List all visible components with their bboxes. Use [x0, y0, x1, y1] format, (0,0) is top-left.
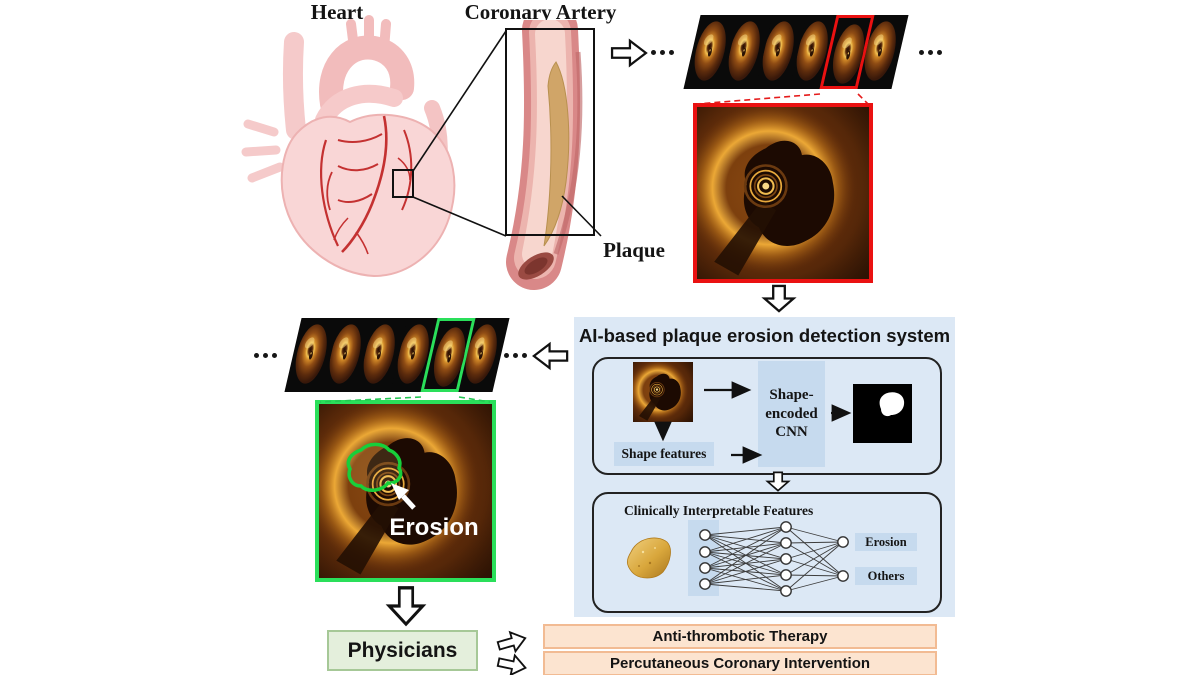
heart-illustration — [241, 15, 456, 278]
therapy-box-antithrombotic: Anti-thrombotic Therapy — [543, 624, 937, 649]
erosion-contour — [346, 442, 403, 492]
flow-arrow-right-icon — [610, 38, 648, 68]
ai-system-title: AI-based plaque erosion detection system — [578, 325, 951, 346]
coronary-vessels — [320, 115, 413, 255]
heart-label: Heart — [310, 0, 364, 24]
ellipsis-icon — [504, 353, 527, 358]
plaque-3d-render — [626, 537, 671, 579]
clinically-interpretable-features-heading: Clinically Interpretable Features — [624, 503, 814, 518]
shape-features-box: Shape features — [614, 442, 714, 466]
oct-image-selected-frame — [693, 103, 873, 283]
ai-system-panel: AI-based plaque erosion detection system… — [574, 317, 955, 617]
plaque-label: Plaque — [603, 238, 665, 262]
ellipsis-icon — [919, 50, 942, 55]
flow-arrow-left-icon — [532, 341, 569, 371]
flow-arrow-right-icon — [496, 653, 527, 675]
flow-arrow-down-icon — [385, 586, 427, 627]
ellipsis-icon — [651, 50, 674, 55]
flow-arrow-down-icon — [765, 471, 791, 492]
erosion-annotation-label: Erosion — [389, 514, 479, 541]
erosion-annotation-overlay — [346, 442, 416, 510]
flow-arrow-down-icon — [761, 284, 797, 313]
shape-encoded-cnn-box: Shape-encoded CNN — [758, 361, 825, 467]
flow-arrow-right-icon — [496, 630, 527, 654]
ellipsis-icon — [254, 353, 277, 358]
neural-network-diagram — [688, 520, 849, 597]
heart-zoom-rect — [392, 169, 414, 198]
therapy-box-pci: Percutaneous Coronary Intervention — [543, 651, 937, 675]
classification-stage-box — [592, 492, 942, 613]
segmentation-mask — [853, 384, 912, 443]
oct-input-thumbnail — [633, 362, 693, 422]
artery-illustration — [505, 20, 595, 290]
oct-image-erosion-result: Erosion — [315, 400, 496, 582]
output-others-box: Others — [855, 567, 917, 585]
oct-art — [697, 107, 869, 279]
output-erosion-box: Erosion — [855, 533, 917, 551]
segmentation-stage-box — [592, 357, 942, 475]
physicians-box: Physicians — [327, 630, 478, 671]
pointer-arrow-icon — [391, 483, 416, 510]
